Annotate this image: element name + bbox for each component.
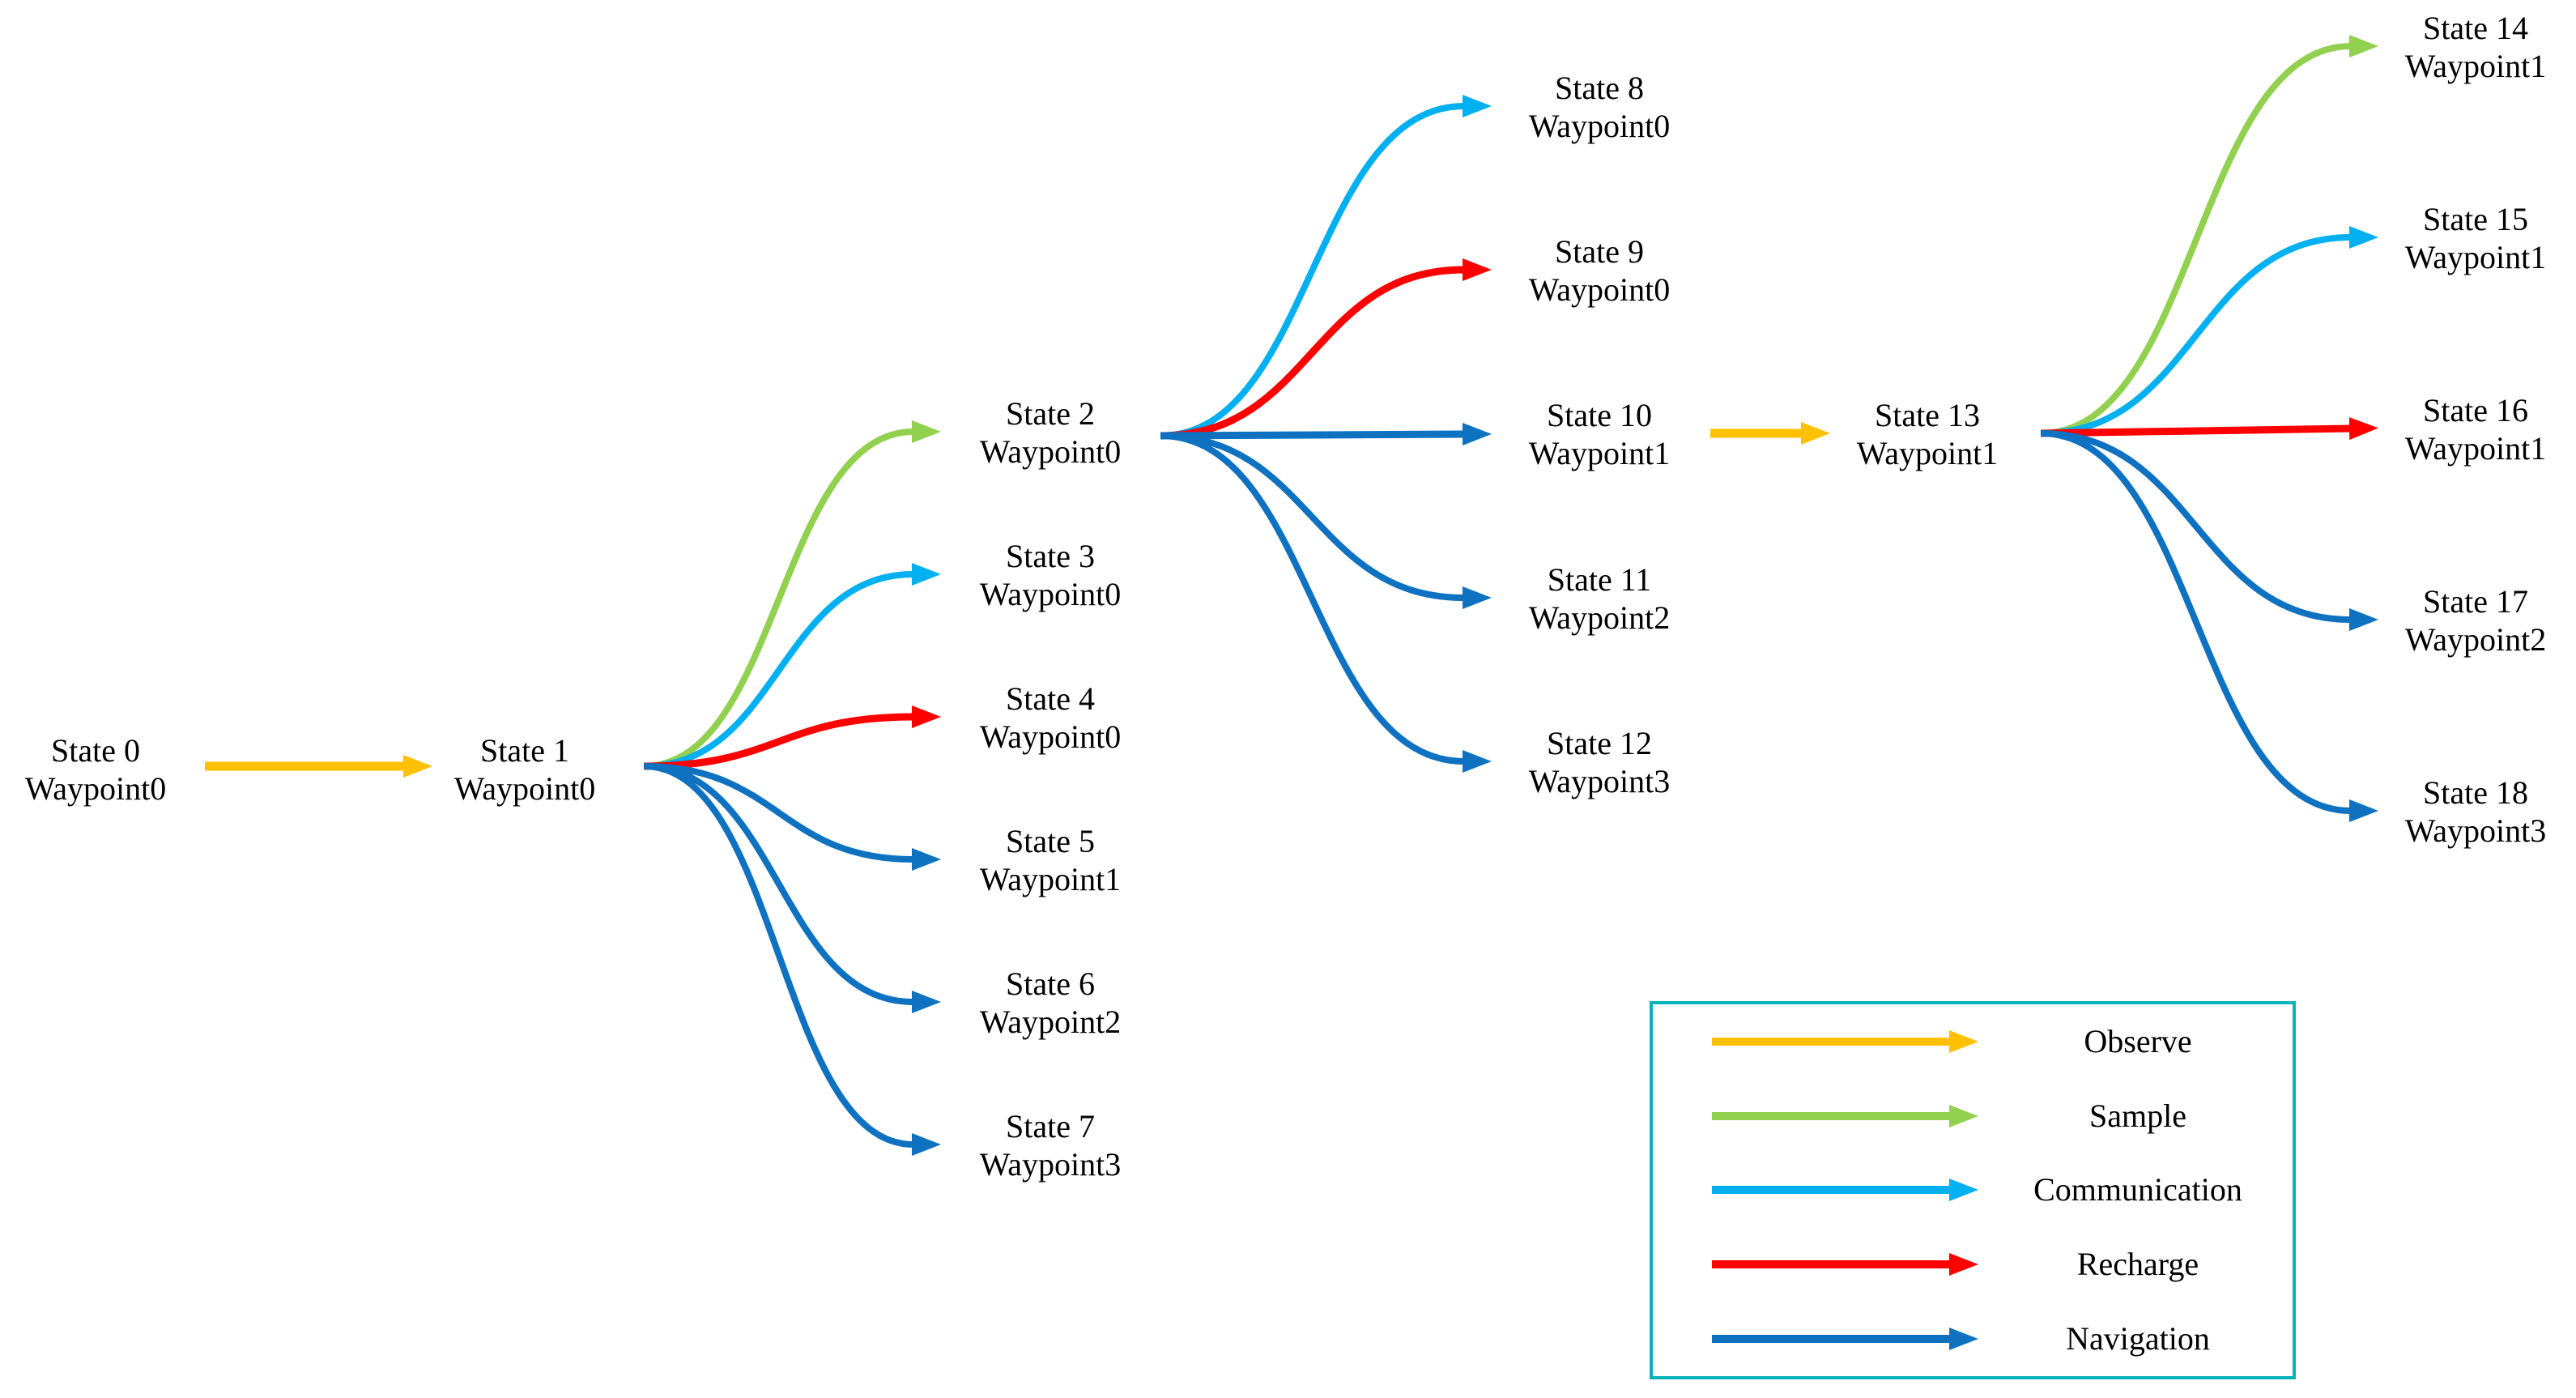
legend-item-observe: Observe (1653, 1025, 2293, 1058)
state-label: State 11 (1547, 561, 1652, 598)
state-label: State 15 (2423, 201, 2528, 237)
state-label: State 4 (1006, 680, 1095, 717)
state-label: State 7 (1006, 1108, 1095, 1144)
legend-label: Communication (2033, 1171, 2242, 1208)
edge-state13-state15-communication (2040, 226, 2378, 437)
state-label: State 1 (480, 732, 569, 769)
state-label: State 18 (2423, 774, 2528, 811)
node-state-11: State 11 Waypoint2 (1529, 560, 1671, 637)
state-label: State 9 (1555, 233, 1644, 270)
state-label: State 10 (1547, 397, 1652, 433)
node-state-14: State 14 Waypoint1 (2405, 9, 2547, 85)
node-state-2: State 2 Waypoint0 (980, 394, 1122, 471)
edge-state13-state18-navigation (2040, 430, 2378, 822)
waypoint-label: Waypoint0 (979, 718, 1122, 755)
node-state-3: State 3 Waypoint0 (980, 537, 1122, 613)
waypoint-label: Waypoint2 (1528, 599, 1671, 636)
legend: Observe Sample Communication Recharge Na… (1650, 1001, 2296, 1379)
waypoint-label: Waypoint0 (979, 433, 1122, 470)
navigation-arrow-icon (1712, 1328, 1978, 1351)
state-label: State 6 (1006, 965, 1095, 1002)
node-state-15: State 15 Waypoint1 (2405, 200, 2547, 276)
observe-arrow-icon (1712, 1029, 1978, 1053)
waypoint-label: Waypoint0 (453, 770, 596, 807)
edge-state1-state2-sample (643, 420, 941, 769)
state-label: State 13 (1875, 397, 1980, 433)
waypoint-label: Waypoint0 (979, 576, 1122, 612)
waypoint-label: Waypoint0 (1528, 108, 1671, 144)
legend-item-sample: Sample (1653, 1097, 2293, 1134)
edge-state2-state9-recharge (1160, 258, 1492, 440)
recharge-arrow-icon (1712, 1253, 1978, 1277)
waypoint-label: Waypoint3 (2404, 812, 2547, 849)
state-label: State 12 (1547, 725, 1652, 761)
node-state-10: State 10 Waypoint1 (1529, 396, 1671, 472)
waypoint-label: Waypoint1 (2404, 430, 2547, 467)
state-label: State 3 (1006, 538, 1095, 574)
waypoint-label: Waypoint2 (979, 1004, 1122, 1040)
node-state-13: State 13 Waypoint1 (1857, 396, 1999, 472)
state-label: State 14 (2423, 10, 2528, 46)
edge-state1-state3-communication (643, 563, 941, 769)
edge-state1-state6-navigation (643, 763, 941, 1013)
waypoint-label: Waypoint0 (24, 770, 167, 807)
node-state-0: State 0 Waypoint0 (25, 731, 167, 808)
edge-state13-state16-recharge (2040, 417, 2378, 441)
node-state-5: State 5 Waypoint1 (980, 822, 1122, 898)
waypoint-label: Waypoint3 (1528, 763, 1671, 799)
legend-label: Observe (2084, 1022, 2192, 1059)
edge-state1-state5-navigation (643, 763, 941, 871)
waypoint-label: Waypoint1 (2404, 48, 2547, 84)
edge-state1-state4-recharge (643, 705, 941, 770)
node-state-7: State 7 Waypoint3 (980, 1107, 1122, 1183)
state-label: State 2 (1006, 395, 1095, 432)
state-label: State 5 (1006, 823, 1095, 859)
legend-label: Recharge (2076, 1246, 2199, 1283)
edge-state2-state10-navigation (1160, 423, 1492, 446)
waypoint-label: Waypoint2 (2404, 621, 2547, 658)
node-state-16: State 16 Waypoint1 (2405, 391, 2547, 467)
legend-item-communication: Communication (1653, 1174, 2293, 1206)
waypoint-label: Waypoint1 (1856, 435, 1999, 471)
legend-label: Sample (2089, 1097, 2186, 1134)
edge-state2-state11-navigation (1160, 433, 1492, 609)
node-state-8: State 8 Waypoint0 (1529, 69, 1671, 145)
node-state-4: State 4 Waypoint0 (980, 680, 1122, 756)
node-state-9: State 9 Waypoint0 (1529, 232, 1671, 309)
waypoint-label: Waypoint1 (2404, 239, 2547, 275)
node-state-18: State 18 Waypoint3 (2405, 774, 2547, 850)
legend-label: Navigation (2066, 1320, 2210, 1358)
waypoint-label: Waypoint0 (1528, 271, 1671, 308)
edge-state1-state7-navigation (643, 763, 941, 1156)
legend-item-recharge: Recharge (1653, 1248, 2293, 1281)
state-label: State 0 (51, 732, 140, 769)
node-state-12: State 12 Waypoint3 (1529, 724, 1671, 800)
waypoint-label: Waypoint3 (979, 1146, 1122, 1183)
waypoint-label: Waypoint1 (1528, 435, 1671, 471)
waypoint-label: Waypoint1 (979, 861, 1122, 897)
communication-arrow-icon (1712, 1178, 1978, 1202)
edge-state13-state14-sample (2040, 35, 2378, 437)
state-label: State 8 (1555, 70, 1644, 106)
node-state-6: State 6 Waypoint2 (980, 965, 1122, 1041)
state-label: State 16 (2423, 392, 2528, 428)
sample-arrow-icon (1712, 1104, 1978, 1127)
edge-state2-state12-navigation (1160, 433, 1492, 773)
node-state-1: State 1 Waypoint0 (454, 731, 596, 808)
node-state-17: State 17 Waypoint2 (2405, 582, 2547, 659)
edge-state13-state17-navigation (2040, 430, 2378, 631)
state-label: State 17 (2423, 583, 2528, 620)
legend-item-navigation: Navigation (1653, 1323, 2293, 1355)
edge-state2-state8-communication (1160, 95, 1492, 439)
